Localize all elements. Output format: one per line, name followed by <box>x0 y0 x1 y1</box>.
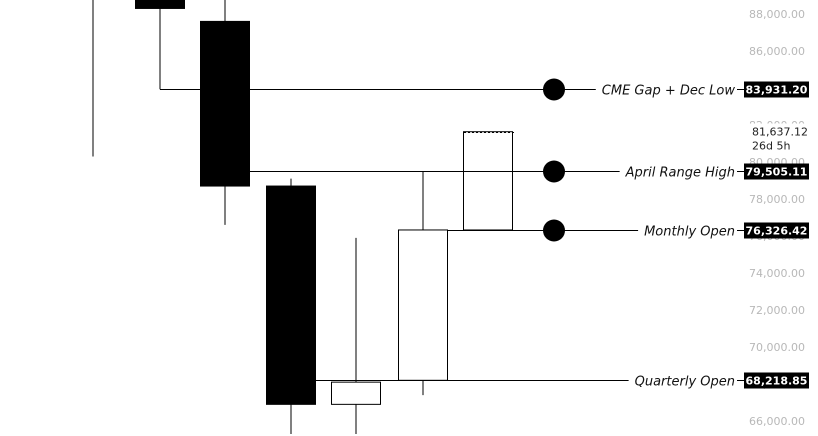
price-badge <box>744 372 809 389</box>
price-badge-text: 83,931.20 <box>746 84 808 97</box>
price-badge <box>744 222 809 239</box>
y-tick-label: 88,000.00 <box>749 8 805 21</box>
y-tick-label: 66,000.00 <box>749 415 805 428</box>
level-label: Monthly Open <box>644 225 735 240</box>
level-dot <box>543 160 565 183</box>
y-tick-label: 72,000.00 <box>749 304 805 317</box>
candle-body <box>200 20 250 187</box>
candle-body <box>398 229 448 381</box>
candle-body <box>463 131 513 231</box>
price-badge <box>744 163 809 180</box>
price-badge <box>744 81 809 98</box>
candle-body <box>331 381 381 405</box>
candle-body <box>266 185 316 405</box>
level-dot <box>543 219 565 242</box>
price-badge-text: 68,218.85 <box>746 375 808 388</box>
current-price-value: 81,637.12 <box>752 126 808 139</box>
y-tick-label: 78,000.00 <box>749 193 805 206</box>
y-tick-label: 70,000.00 <box>749 341 805 354</box>
y-tick-label: 74,000.00 <box>749 267 805 280</box>
level-label: April Range High <box>625 166 735 181</box>
level-dot <box>543 78 565 101</box>
price-badge-text: 79,505.11 <box>746 166 808 179</box>
price-badge-text: 76,326.42 <box>746 225 808 238</box>
level-label: Quarterly Open <box>635 375 735 390</box>
candles <box>92 0 513 434</box>
countdown-text: 26d 5h <box>752 140 790 153</box>
y-axis-ticks: 66,000.0068,000.0070,000.0072,000.0074,0… <box>749 8 805 428</box>
y-tick-label: 86,000.00 <box>749 45 805 58</box>
current-price-box <box>747 123 813 153</box>
candle-body <box>135 0 185 9</box>
level-label: CME Gap + Dec Low <box>602 84 736 99</box>
